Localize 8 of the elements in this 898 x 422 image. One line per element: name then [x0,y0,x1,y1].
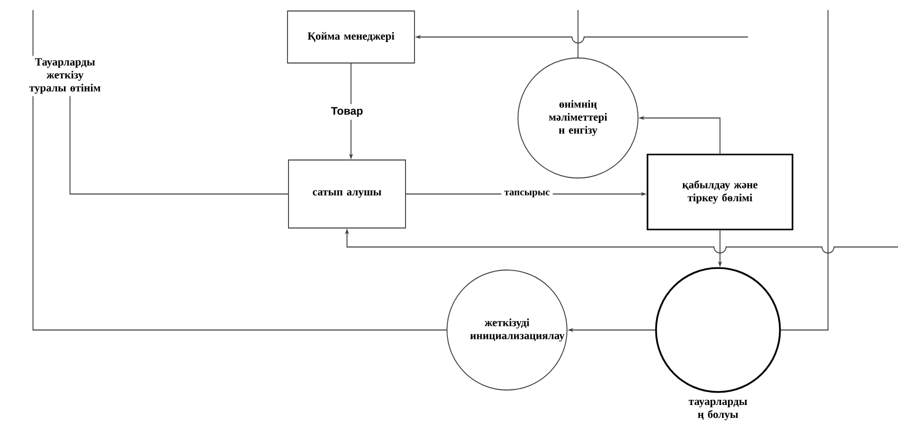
request-text: Тауарларды жеткізу туралы өтінім [29,58,100,94]
process-circle [655,267,781,393]
edge-label: тапсырыс [501,188,553,200]
process-box: Қойма менеджері [287,10,415,64]
process-box: қабылдау және тіркеу бөлімі [646,154,794,230]
caption-text: тауарларды ң болуы [688,400,748,420]
process-box: сатып алушы [288,160,406,228]
edge-label: Товар [328,104,366,120]
